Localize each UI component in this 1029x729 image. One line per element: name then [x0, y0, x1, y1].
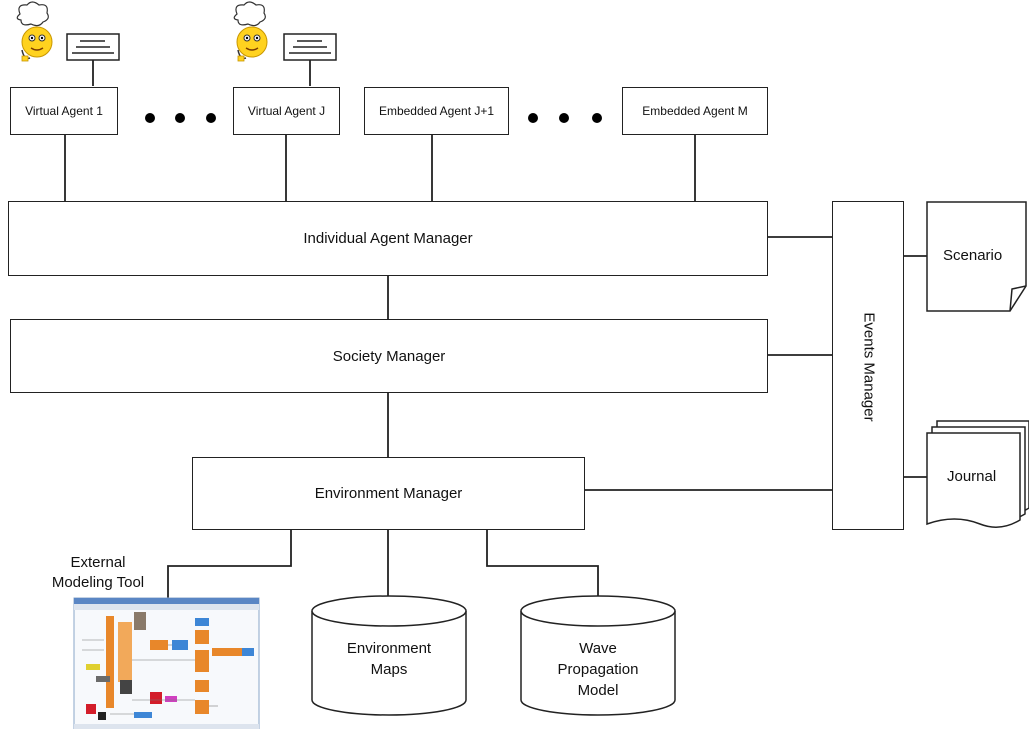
- terminal-screen-icon: [66, 33, 120, 61]
- agent-box-virtual-j: Virtual Agent J: [233, 87, 340, 135]
- external-tool-line: External: [70, 554, 126, 571]
- wave-propagation-line: Propagation: [557, 661, 639, 678]
- individual-agent-manager-box: Individual Agent Manager: [8, 201, 768, 276]
- environment-maps-database: [311, 595, 467, 716]
- events-manager-label: Events Manager: [860, 312, 878, 422]
- ellipsis-dot: [559, 113, 569, 123]
- ellipsis-dot: [528, 113, 538, 123]
- environment-maps-label: Environment Maps: [312, 638, 466, 680]
- agent-label: Embedded Agent M: [642, 104, 748, 118]
- journal-label: Journal: [947, 468, 997, 485]
- individual-agent-manager-label: Individual Agent Manager: [303, 230, 473, 247]
- scenario-label: Scenario: [943, 247, 1003, 264]
- events-manager-box: [832, 201, 904, 530]
- agent-box-embedded-m: Embedded Agent M: [622, 87, 768, 135]
- scenario-document-shape: [926, 201, 1027, 312]
- external-modeling-tool-label: External Modeling Tool: [36, 553, 160, 593]
- connector-env-tool: [167, 530, 292, 598]
- society-manager-label: Society Manager: [332, 347, 446, 365]
- ellipsis-dot: [206, 113, 216, 123]
- connector-env-wave: [486, 530, 599, 600]
- ellipsis-dots-icon: [145, 113, 602, 123]
- ellipsis-dot: [175, 113, 185, 123]
- ellipsis-dot: [592, 113, 602, 123]
- wave-propagation-line: Wave: [579, 640, 617, 657]
- modeling-tool-screenshot: [73, 597, 260, 729]
- terminal-screen-icon: [283, 33, 337, 61]
- agent-label: Virtual Agent 1: [25, 104, 103, 118]
- society-manager-box: Society Manager: [10, 319, 768, 393]
- environment-maps-line: Maps: [370, 661, 408, 678]
- journal-document-stack: [926, 420, 1029, 528]
- ellipsis-dot: [145, 113, 155, 123]
- smiley-thinking-icon: [16, 1, 53, 62]
- agent-box-embedded-j1: Embedded Agent J+1: [364, 87, 509, 135]
- environment-manager-label: Environment Manager: [314, 485, 463, 502]
- smiley-thinking-icon: [233, 1, 268, 62]
- environment-maps-line: Environment: [346, 640, 432, 657]
- agent-label: Embedded Agent J+1: [378, 104, 495, 118]
- wave-propagation-label: Wave Propagation Model: [521, 638, 675, 701]
- wave-propagation-line: Model: [577, 682, 619, 699]
- wave-propagation-database: [520, 595, 676, 716]
- agent-label: Virtual Agent J: [247, 104, 326, 118]
- agent-box-virtual-1: Virtual Agent 1: [10, 87, 118, 135]
- environment-manager-box: Environment Manager: [192, 457, 585, 530]
- external-tool-line: Modeling Tool: [51, 574, 145, 591]
